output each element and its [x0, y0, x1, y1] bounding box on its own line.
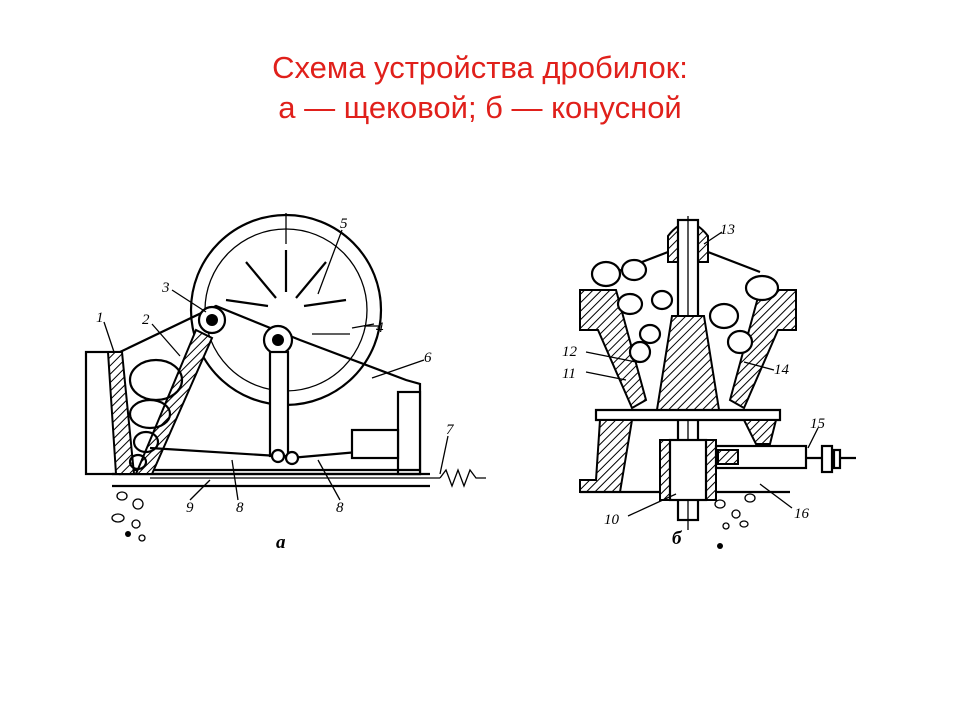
adjusting-wedge [350, 428, 400, 460]
connecting-rod [268, 350, 290, 458]
jaw-caption: а [276, 532, 286, 553]
toggle-plate-front [149, 446, 279, 458]
title-line-2: а — щековой; б — конусной [278, 90, 682, 125]
cone-frame [579, 408, 790, 502]
jaw-label-7: 7 [446, 422, 455, 438]
drive-shaft [714, 444, 856, 474]
jaw-label-1: 1 [96, 310, 104, 326]
jaw-crusher-drawing: 1 2 3 4 5 6 7 8 8 9 а [84, 213, 486, 553]
cone-feed-rocks [590, 258, 780, 364]
jaw-label-6: 6 [424, 350, 432, 366]
jaw-label-2: 2 [142, 312, 150, 328]
cone-label-15: 15 [810, 416, 826, 432]
discharged-rocks [111, 491, 146, 542]
jaw-label-9: 9 [186, 500, 194, 516]
jaw-label-8b: 8 [336, 500, 344, 516]
jaw-label-4: 4 [376, 320, 384, 336]
spring [439, 468, 486, 488]
cone-label-12: 12 [562, 344, 578, 360]
cone-label-14: 14 [774, 362, 790, 378]
crushing-cone [654, 315, 722, 417]
cone-caption: б [672, 528, 683, 549]
cone-label-13: 13 [720, 222, 735, 238]
cone-label-10: 10 [604, 512, 620, 528]
cone-crusher-drawing: 13 12 11 14 15 16 10 б [562, 216, 856, 549]
jaw-label-3: 3 [161, 280, 170, 296]
feed-rocks [128, 358, 184, 471]
cone-label-11: 11 [562, 366, 576, 382]
outer-cone-left [579, 289, 648, 410]
movable-jaw [134, 328, 214, 475]
fixed-jaw [106, 351, 136, 475]
cone-label-16: 16 [794, 506, 810, 522]
slide-title: Схема устройства дробилок: а — щековой; … [0, 48, 960, 128]
jaw-label-5: 5 [340, 216, 348, 232]
title-line-1: Схема устройства дробилок: [272, 50, 688, 85]
crusher-frame [84, 304, 430, 488]
jaw-label-8a: 8 [236, 500, 244, 516]
cone-discharge-rocks [714, 493, 756, 549]
toggle-plate-rear [289, 450, 359, 460]
